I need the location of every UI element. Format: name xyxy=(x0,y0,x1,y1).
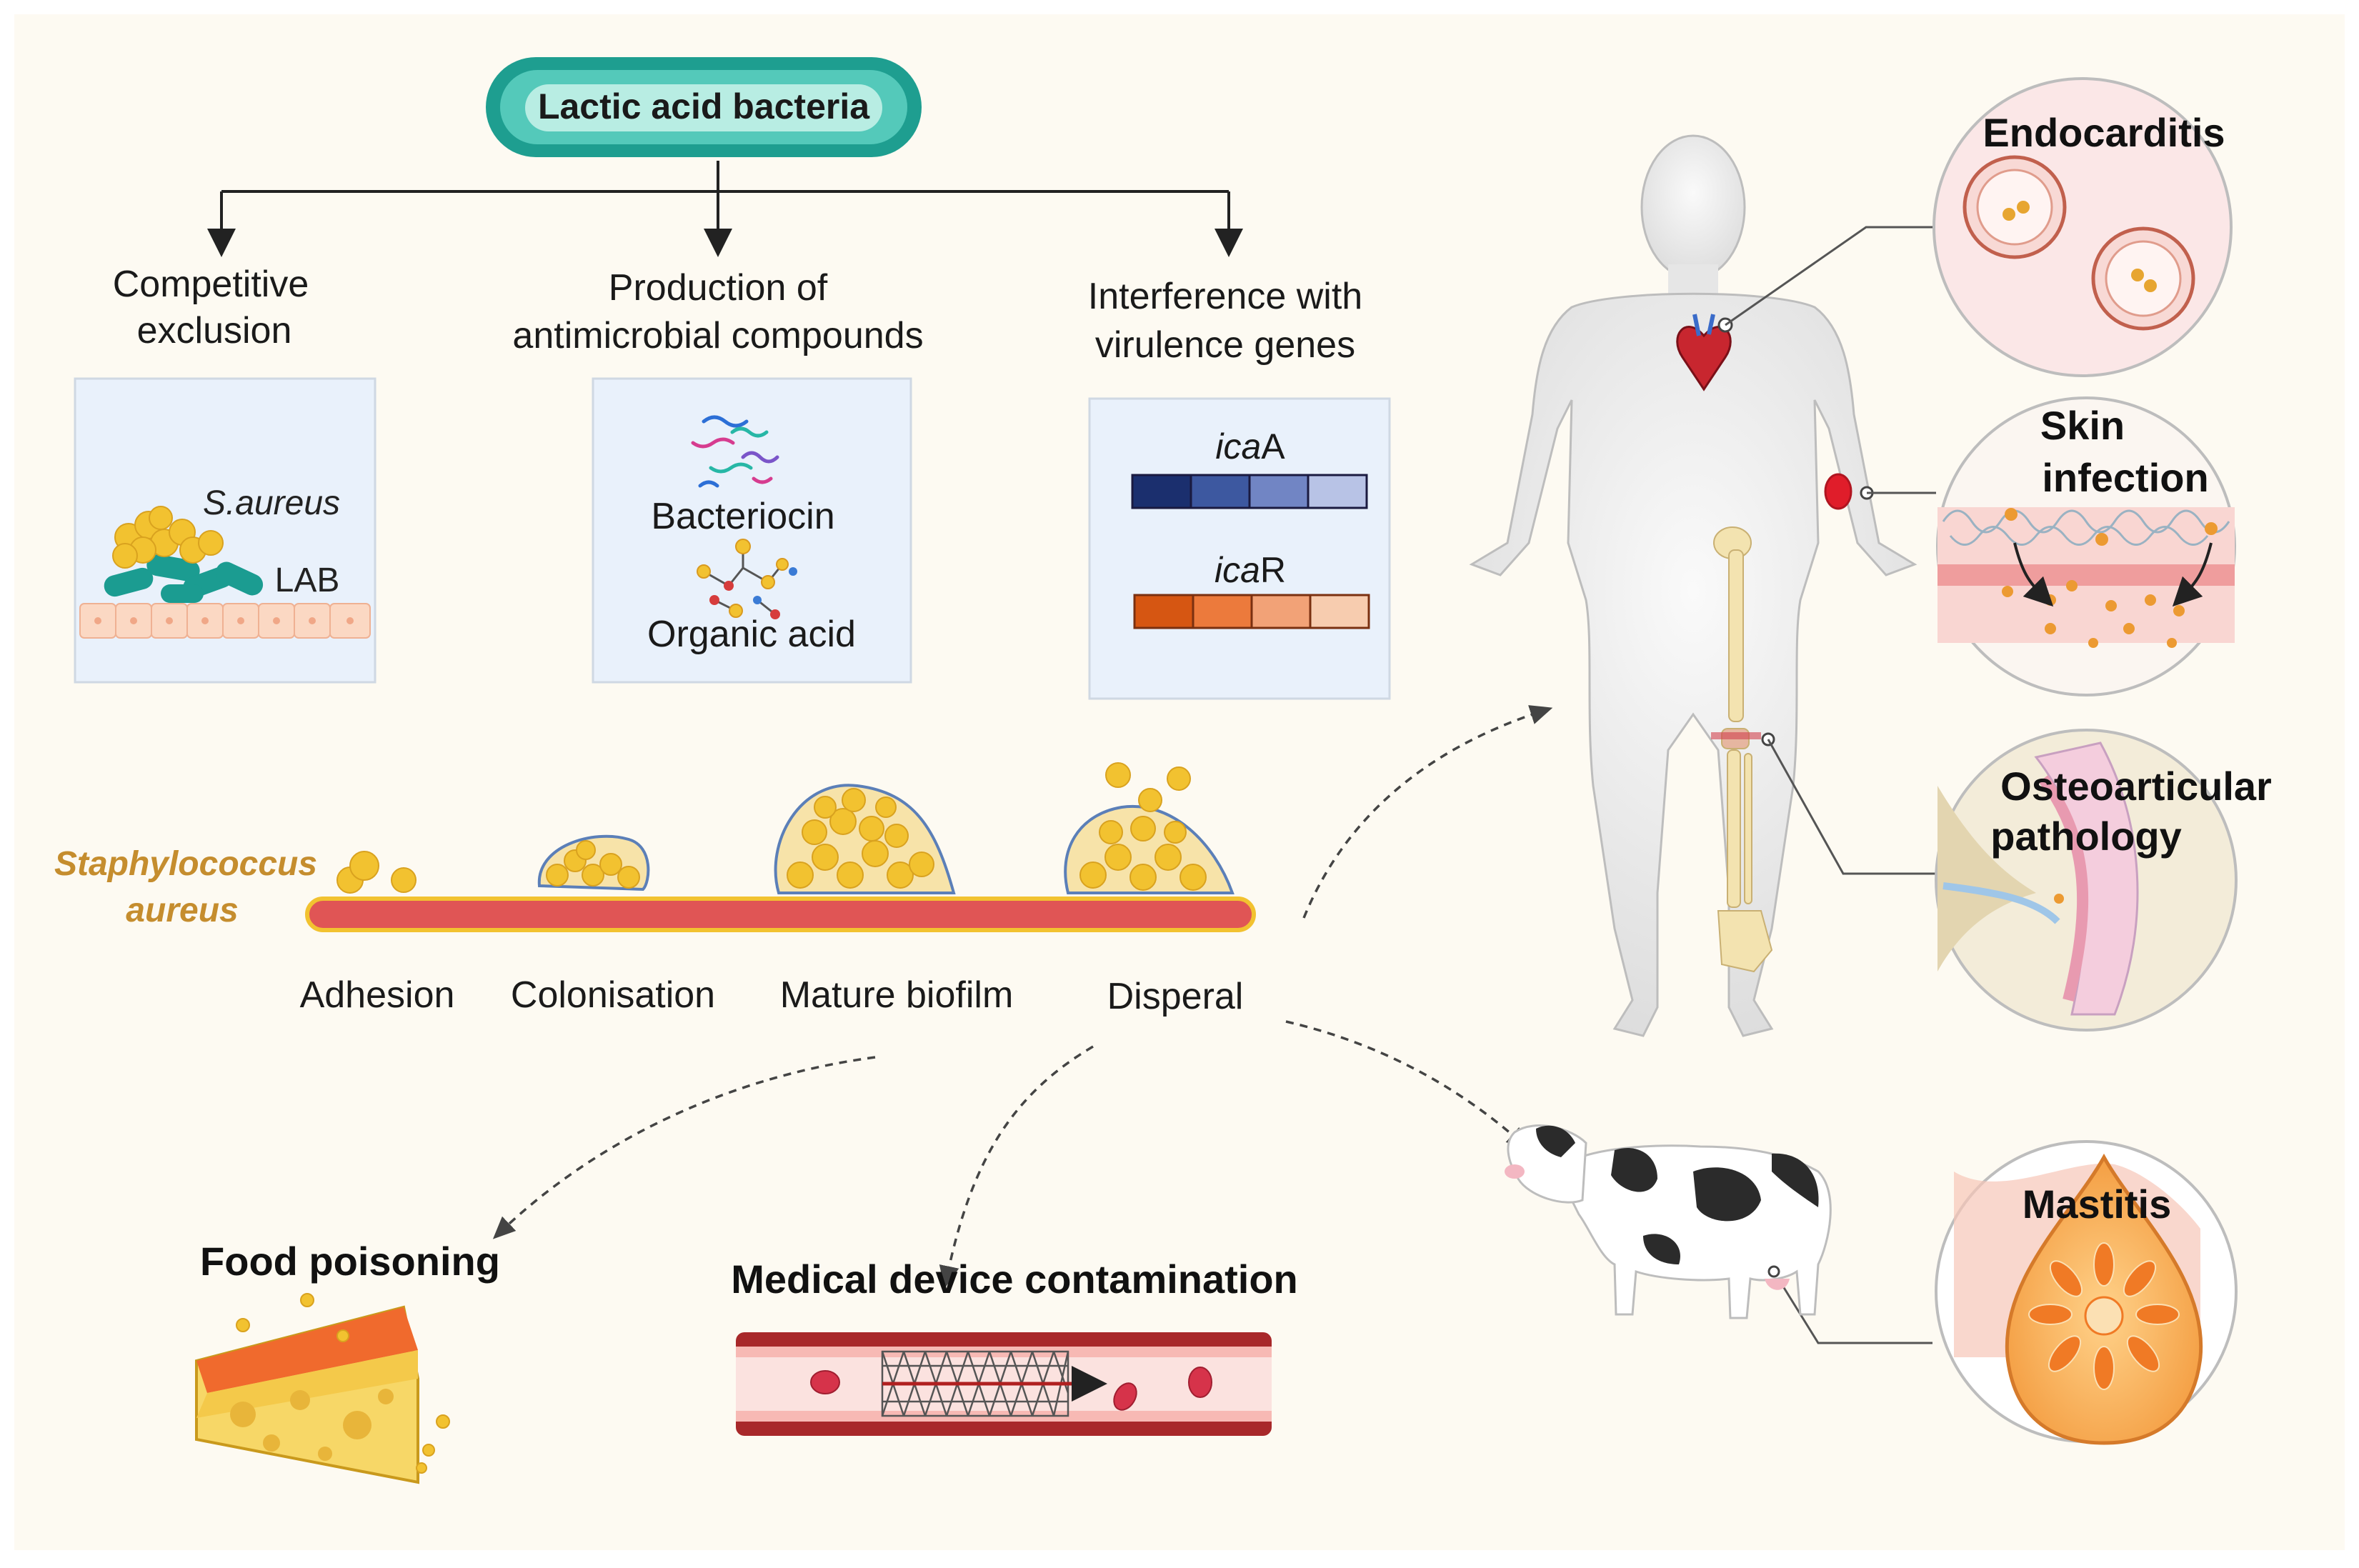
endocarditis-circle: Endocarditis xyxy=(1932,77,2233,377)
food-poisoning-label: Food poisoning xyxy=(200,1239,500,1284)
medical-device-label: Medical device contamination xyxy=(731,1257,1298,1302)
icaA-label: icaA xyxy=(1215,426,1285,466)
adhesion-cells xyxy=(336,851,417,894)
surface-bar xyxy=(305,897,1256,932)
branch-arrows xyxy=(207,161,1243,257)
icaR-label: icaR xyxy=(1215,550,1286,590)
competitive-exclusion-panel: S.aureus LAB xyxy=(74,377,376,684)
dispersal-cluster xyxy=(1064,762,1235,894)
icaR-gene-bar xyxy=(1133,594,1370,629)
mech2-label-line2: antimicrobial compounds xyxy=(512,315,923,356)
organic-acid-label: Organic acid xyxy=(647,614,856,655)
title-text: Lactic acid bacteria xyxy=(538,86,870,126)
stage-label-mature-biofilm: Mature biofilm xyxy=(780,974,1014,1016)
mech3-label-line2: virulence genes xyxy=(1095,324,1355,366)
osteo-label-line2: pathology xyxy=(1990,814,2182,859)
cheese-icon xyxy=(195,1293,450,1484)
colonisation-cluster xyxy=(537,834,650,892)
mech1-label-line2: exclusion xyxy=(137,310,292,351)
lab-label: LAB xyxy=(275,561,340,599)
mastitis-circle: Mastitis xyxy=(1935,1140,2238,1445)
icaA-gene-bar xyxy=(1131,474,1368,509)
bacteriocin-label: Bacteriocin xyxy=(651,496,834,537)
organism-label-line2: aureus xyxy=(126,892,238,929)
virulence-panel: icaA icaR xyxy=(1088,397,1391,700)
osteo-label-line1: Osteoarticular xyxy=(2000,764,2272,809)
skin-label-line1: Skin xyxy=(2040,403,2125,448)
heart-icon xyxy=(1676,314,1732,391)
stage-label-colonisation: Colonisation xyxy=(511,974,715,1016)
biofilm-strip: Staphylococcus aureus xyxy=(54,762,1256,1017)
lab-rods xyxy=(104,554,264,603)
saureus-cluster xyxy=(112,506,224,569)
organism-label-line1: Staphylococcus xyxy=(54,845,317,883)
skin-label-line2: infection xyxy=(2042,455,2208,500)
antimicrobial-panel: Bacteriocin Organic acid xyxy=(592,377,912,684)
epithelial-layer xyxy=(79,603,371,639)
stage-label-adhesion: Adhesion xyxy=(300,974,455,1016)
dispersal-arrows xyxy=(492,705,1553,1289)
mech1-label-line1: Competitive xyxy=(113,264,309,305)
lab-title-pill: Lactic acid bacteria xyxy=(486,57,922,157)
leg-bones xyxy=(1713,526,1773,973)
stage-label-dispersal: Disperal xyxy=(1107,976,1244,1017)
arm-lesion xyxy=(1824,473,1852,510)
saureus-label: S.aureus xyxy=(203,484,340,522)
mature-biofilm-cluster xyxy=(774,784,956,894)
skin-infection-circle: Skin infection xyxy=(1936,396,2236,696)
bacteriocin-squiggles xyxy=(691,415,779,488)
human-figure-icon xyxy=(1469,134,1917,1037)
blood-vessel-stent-icon xyxy=(736,1332,1272,1436)
endocarditis-label: Endocarditis xyxy=(1983,110,2225,155)
mastitis-label: Mastitis xyxy=(2023,1182,2172,1227)
mech2-label-line1: Production of xyxy=(609,267,828,309)
cow-icon xyxy=(1505,1124,1832,1319)
osteoarticular-circle: Osteoarticular pathology xyxy=(1935,729,2272,1032)
disease-connectors xyxy=(1725,226,1937,1344)
mech3-label-line1: Interference with xyxy=(1088,276,1362,317)
